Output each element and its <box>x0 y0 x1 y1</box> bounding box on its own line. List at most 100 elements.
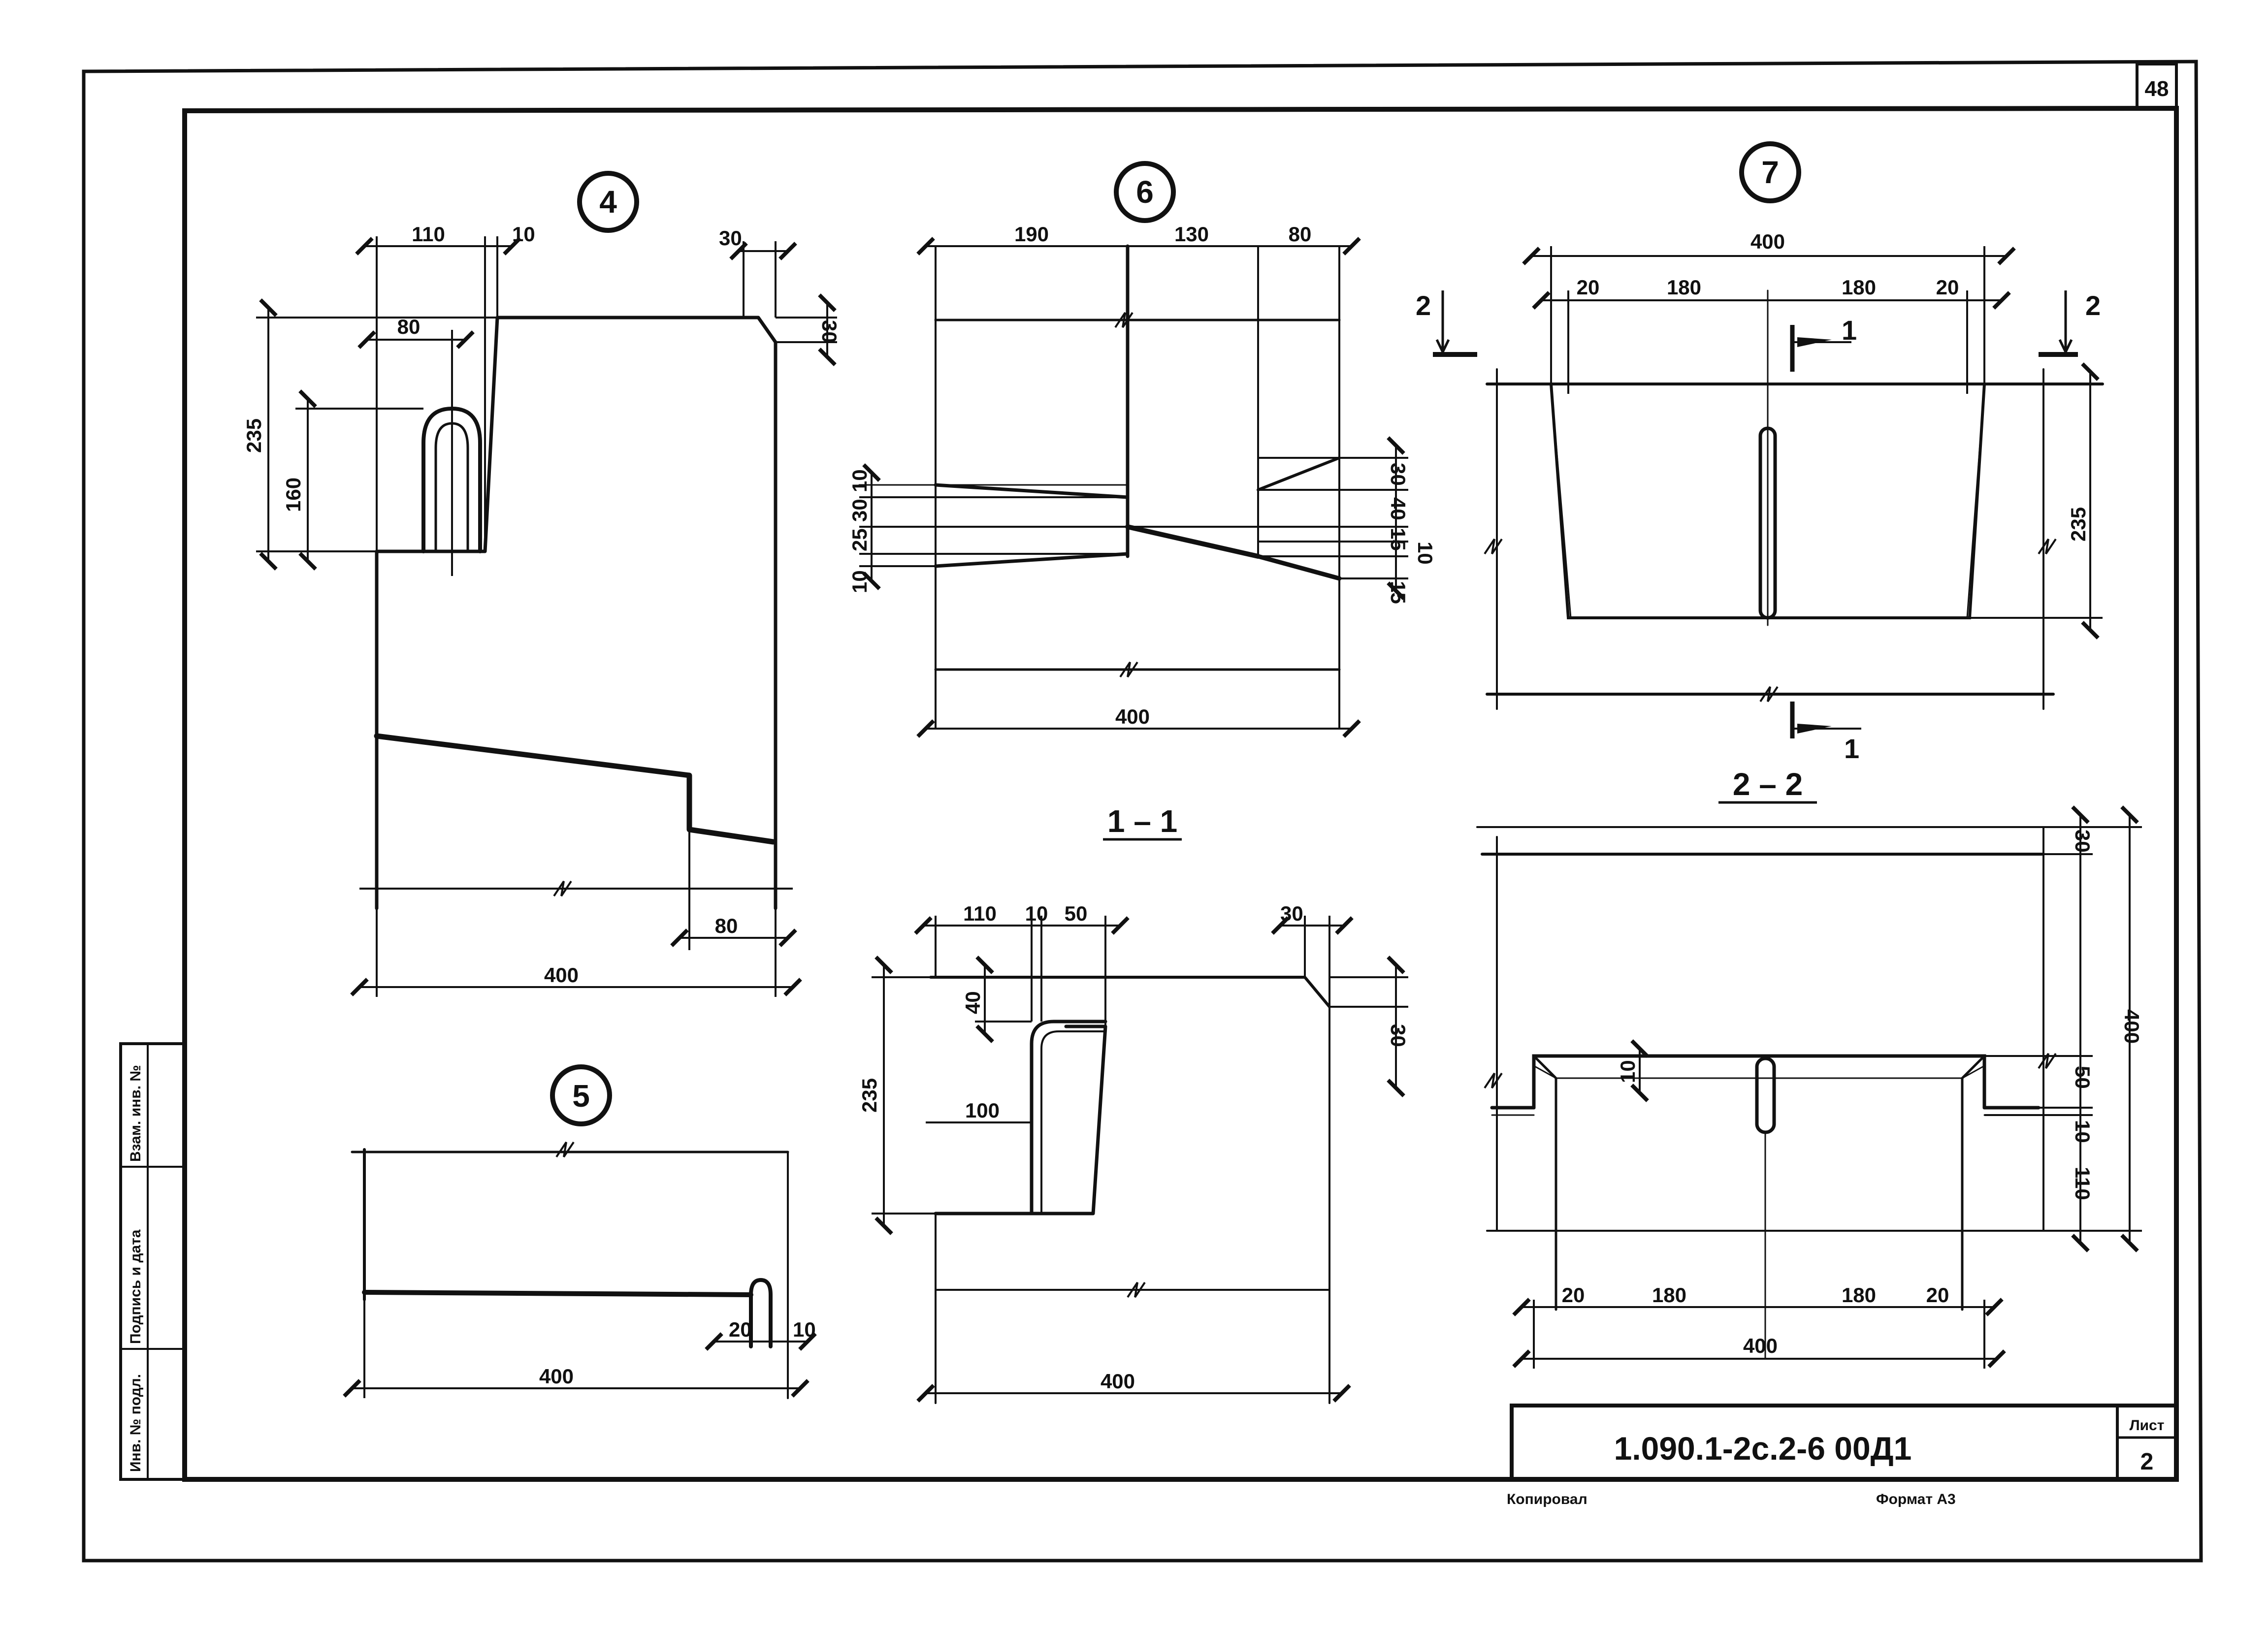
d5-dim-400: 400 <box>539 1365 574 1388</box>
s22-dim-20-right: 20 <box>1926 1283 1949 1307</box>
s11-dim-10: 10 <box>1025 902 1048 925</box>
stamp-inv-no: Инв. № подл. <box>128 1374 144 1472</box>
detail-4-outline <box>374 316 778 910</box>
d4-dim-110: 110 <box>412 223 445 246</box>
detail-7-dim-labels: 400 20 180 180 20 235 <box>1577 230 2090 542</box>
detail-6-outline <box>858 244 1342 730</box>
detail-5-marker-text: 5 <box>572 1078 590 1114</box>
detail-7-marker <box>1739 141 1801 203</box>
d6-dim-r30: 30 <box>1387 463 1410 486</box>
detail-6-marker-text: 6 <box>1136 174 1154 210</box>
s22-dim-50: 50 <box>2071 1066 2094 1089</box>
d7-dim-180-left: 180 <box>1667 276 1701 299</box>
detail-5-marker <box>550 1064 612 1126</box>
d6-dim-190: 190 <box>1014 223 1049 246</box>
d7-dim-400: 400 <box>1750 230 1785 253</box>
s11-dim-400: 400 <box>1101 1370 1135 1393</box>
detail-7-dimensions <box>1522 246 2103 640</box>
d4-dim-30-top: 30 <box>719 226 742 250</box>
side-stamp: Инв. № подл. Подпись и дата Взам. инв. № <box>119 1042 186 1481</box>
d4-dim-10: 10 <box>512 223 535 246</box>
detail-4: 4 <box>242 171 841 997</box>
title-block: 1.090.1-2с.2-6 00Д1 Лист 2 Копировал Фор… <box>1507 1404 2176 1507</box>
detail-4-marker <box>577 171 639 233</box>
d6-dim-l30: 30 <box>848 499 871 522</box>
s11-dim-40: 40 <box>961 991 984 1014</box>
d6-dim-400: 400 <box>1115 705 1150 728</box>
document-code: 1.090.1-2с.2-6 00Д1 <box>1614 1430 1912 1467</box>
detail-7-section-marks: 2 2 1 1 <box>1416 290 2101 764</box>
section-1-1-dimensions <box>872 916 1408 1403</box>
section-1-1-title: 1 – 1 <box>1107 803 1177 839</box>
sheet-label: Лист <box>2130 1417 2165 1434</box>
s22-dim-180-left: 180 <box>1652 1283 1686 1307</box>
section-1-1-outline <box>929 976 1331 1404</box>
detail-5: 5 20 10 400 <box>343 1064 817 1399</box>
detail-6-dimensions <box>859 237 1408 738</box>
d6-dim-l25: 25 <box>848 528 871 551</box>
s11-dim-30-side: 30 <box>1387 1024 1410 1047</box>
s11-dim-235: 235 <box>858 1078 881 1113</box>
d4-dim-80-bottom: 80 <box>715 914 738 937</box>
d6-dim-r15b: 15 <box>1387 581 1410 604</box>
d6-dim-130: 130 <box>1174 223 1209 246</box>
section-2-2-dim-labels: 30 400 50 10 110 10 20 180 180 20 400 <box>1562 830 2143 1357</box>
section-2-2-title: 2 – 2 <box>1733 767 1803 802</box>
d6-dim-l10a: 10 <box>848 469 871 492</box>
d4-dim-400: 400 <box>544 963 579 987</box>
d4-dim-80-top: 80 <box>397 315 421 338</box>
s11-dim-100: 100 <box>965 1099 1000 1122</box>
detail-6-marker <box>1114 161 1176 223</box>
detail-6-dim-labels: 190 130 80 400 10 30 25 10 30 40 15 10 1… <box>848 223 1437 728</box>
d7-dim-180-right: 180 <box>1842 276 1876 299</box>
s22-dim-110: 110 <box>2071 1167 2094 1200</box>
s22-dim-10: 10 <box>2071 1120 2094 1143</box>
detail-7: 7 2 <box>1416 141 2104 764</box>
s11-dim-30: 30 <box>1280 902 1303 925</box>
d4-dim-160: 160 <box>282 478 305 512</box>
d4-dim-235: 235 <box>242 418 265 453</box>
stamp-signature-date: Подпись и дата <box>128 1229 144 1344</box>
sheet-frame <box>82 60 2203 1563</box>
s22-dim-10-top: 10 <box>1616 1060 1639 1083</box>
page-number-box: 48 <box>2136 63 2178 110</box>
d6-dim-l10b: 10 <box>848 570 871 593</box>
s22-dim-400: 400 <box>2120 1009 2143 1044</box>
stamp-replace-inv: Взам. инв. № <box>128 1065 144 1162</box>
section-2-2-outline <box>1476 826 2054 1360</box>
section-mark-1-top: 1 <box>1842 315 1857 346</box>
format-label: Формат А3 <box>1876 1491 1956 1507</box>
d6-dim-80: 80 <box>1289 223 1312 246</box>
detail-4-dim-labels: 110 10 30 30 80 235 160 80 400 <box>242 223 841 987</box>
section-mark-2-right: 2 <box>2085 290 2101 321</box>
d5-dim-20: 20 <box>729 1318 752 1341</box>
detail-5-dimensions <box>343 1300 817 1398</box>
section-1-1: 1 – 1 <box>858 803 1410 1404</box>
section-2-2-dimensions <box>1512 805 2142 1369</box>
page-number: 48 <box>2145 77 2169 101</box>
s22-dim-20-left: 20 <box>1562 1283 1585 1307</box>
detail-5-outline <box>351 1148 789 1399</box>
d7-dim-20-left: 20 <box>1577 276 1600 299</box>
detail-6: 6 <box>848 161 1437 738</box>
detail-7-marker-text: 7 <box>1761 155 1779 190</box>
s22-dim-180-right: 180 <box>1842 1283 1876 1307</box>
d5-dim-10: 10 <box>793 1318 816 1341</box>
section-2-2: 2 – 2 <box>1476 767 2143 1369</box>
detail-4-marker-text: 4 <box>599 184 617 220</box>
section-mark-1-bottom: 1 <box>1844 733 1859 764</box>
d6-dim-r15a: 15 <box>1387 528 1410 551</box>
sheet-number: 2 <box>2140 1449 2154 1475</box>
s22-dim-400-bottom: 400 <box>1743 1334 1778 1357</box>
section-mark-2-left: 2 <box>1416 290 1431 321</box>
s11-dim-110: 110 <box>963 902 997 925</box>
detail-7-outline <box>1486 289 2104 710</box>
d6-dim-r10: 10 <box>1414 542 1437 565</box>
copied-label: Копировал <box>1507 1491 1588 1507</box>
s11-dim-50: 50 <box>1065 902 1088 925</box>
d7-dim-235: 235 <box>2067 507 2090 542</box>
s22-dim-30: 30 <box>2071 830 2094 853</box>
d7-dim-20-right: 20 <box>1936 276 1959 299</box>
d6-dim-r40: 40 <box>1387 497 1410 520</box>
